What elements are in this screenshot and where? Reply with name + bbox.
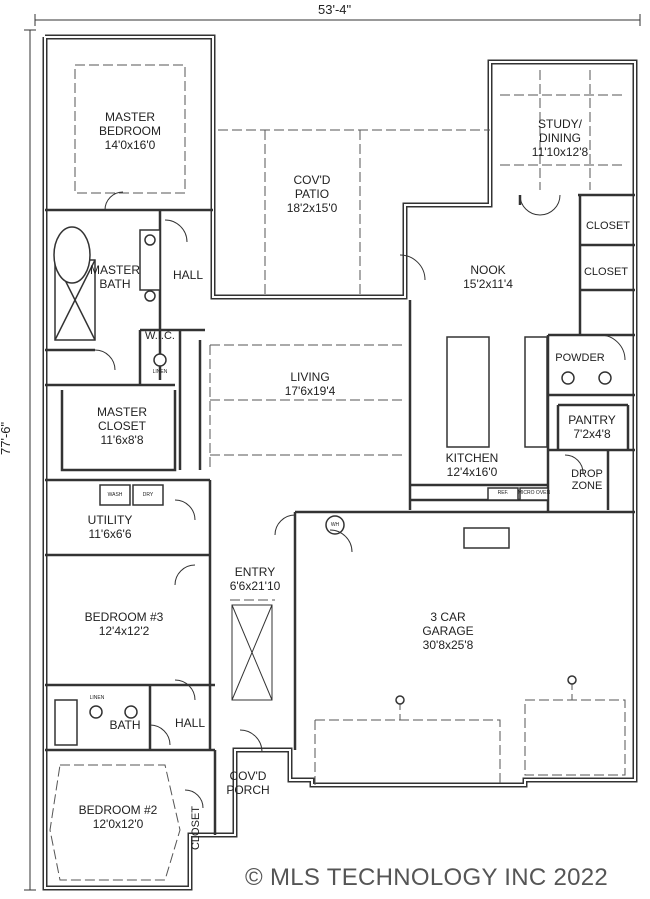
room-closet-lower: CLOSET (584, 266, 628, 278)
fixture-dryer: DRY (142, 492, 154, 498)
fixture-linen-1: LINEN (152, 369, 168, 375)
watermark-text: © MLS TECHNOLOGY INC 2022 (245, 864, 609, 891)
room-name: POWDER (555, 352, 605, 364)
garage-window (463, 527, 510, 549)
fixture-linen-2: LINEN (89, 695, 105, 701)
fixture-micro-oven: MICRO OVEN (517, 490, 551, 496)
room-name: CLOSET (583, 266, 629, 278)
room-master-bedroom: MASTER BEDROOM 14'0x16'0 (99, 110, 161, 152)
room-hall-upper: HALL (173, 268, 203, 282)
room-size: 12'0x12'0 (92, 817, 144, 831)
room-covd-porch: COV'D PORCH (226, 769, 269, 797)
room-size: 12'4x12'2 (98, 624, 150, 638)
room-name: HALL (174, 716, 206, 730)
room-name: COV'D (293, 173, 331, 187)
room-utility: UTILITY 11'6x6'6 (88, 513, 133, 541)
room-name: KITCHEN (445, 451, 499, 465)
room-name: LIVING (290, 370, 330, 384)
room-closet-bedroom-2: CLOSET (190, 806, 202, 850)
room-name: PANTRY (568, 413, 616, 427)
room-name: BEDROOM #2 (78, 803, 158, 817)
room-name: BATH (109, 718, 141, 732)
room-name: W.I.C. (145, 330, 175, 342)
room-name: NOOK (470, 263, 506, 277)
room-name: PORCH (226, 783, 270, 797)
room-bedroom-3: BEDROOM #3 12'4x12'2 (85, 610, 164, 638)
room-size: 6'6x21'10 (229, 579, 281, 593)
room-master-closet: MASTER CLOSET 11'6x8'8 (97, 405, 147, 447)
room-name: CLOSET (97, 419, 147, 433)
room-garage: 3 CAR GARAGE 30'8x25'8 (422, 610, 473, 652)
overall-width-label: 53'-4" (318, 2, 352, 17)
room-closet-upper: CLOSET (586, 220, 630, 232)
room-name: COV'D (229, 769, 267, 783)
room-size: 18'2x15'0 (286, 201, 338, 215)
room-name: GARAGE (422, 624, 474, 638)
room-name: MASTER (104, 110, 156, 124)
room-size: 11'10x12'8 (531, 145, 589, 159)
room-drop-zone: DROP ZONE (571, 468, 603, 492)
room-master-bath: MASTER BATH (90, 263, 140, 291)
room-study-dining: STUDY/ DINING 11'10x12'8 (532, 117, 588, 159)
room-entry: ENTRY 6'6x21'10 (230, 565, 281, 593)
room-size: 7'2x4'8 (573, 427, 611, 441)
room-name: CLOSET (190, 805, 202, 851)
room-name: UTILITY (87, 513, 133, 527)
room-size: 11'6x8'8 (100, 433, 144, 447)
overall-depth-label: 77'-6" (0, 421, 13, 455)
room-name: MASTER (96, 405, 148, 419)
kitchen-island (446, 336, 490, 448)
room-covd-patio: COV'D PATIO 18'2x15'0 (287, 173, 338, 215)
room-size: 17'6x19'4 (284, 384, 336, 398)
fixture-water-heater: WH (330, 522, 340, 528)
room-size: 15'2x11'4 (463, 277, 513, 291)
room-name: DROP (571, 468, 603, 480)
kitchen-counter (524, 336, 548, 448)
room-size: 30'8x25'8 (422, 638, 474, 652)
room-name: CLOSET (585, 220, 631, 232)
room-name: BEDROOM #3 (84, 610, 164, 624)
room-kitchen: KITCHEN 12'4x16'0 (446, 451, 499, 479)
entry-rug (231, 604, 273, 701)
room-name: ENTRY (234, 565, 276, 579)
room-name: PATIO (294, 187, 330, 201)
fixture-washer: WASH (107, 492, 123, 498)
room-size: 11'6x6'6 (88, 527, 132, 541)
room-powder: POWDER (555, 352, 605, 364)
room-name: 3 CAR (430, 610, 466, 624)
room-name: STUDY/ (537, 117, 583, 131)
interior-walls (45, 193, 635, 835)
master-tub (53, 226, 91, 284)
room-living: LIVING 17'6x19'4 (285, 370, 336, 398)
room-name: BEDROOM (98, 124, 162, 138)
room-bath: BATH (109, 718, 140, 732)
room-size: 12'4x16'0 (446, 465, 498, 479)
fixture-refrigerator: REF. (497, 490, 509, 496)
room-name: ZONE (571, 480, 603, 492)
room-name: MASTER (89, 263, 141, 277)
room-bedroom-2: BEDROOM #2 12'0x12'0 (79, 803, 158, 831)
room-pantry: PANTRY 7'2x4'8 (568, 413, 616, 441)
room-size: 14'0x16'0 (104, 138, 156, 152)
room-name: DINING (538, 131, 581, 145)
room-name: BATH (99, 277, 131, 291)
room-wic: W.I.C. (145, 330, 175, 342)
room-name: HALL (172, 268, 204, 282)
room-nook: NOOK 15'2x11'4 (463, 263, 513, 291)
room-hall-lower: HALL (175, 716, 205, 730)
